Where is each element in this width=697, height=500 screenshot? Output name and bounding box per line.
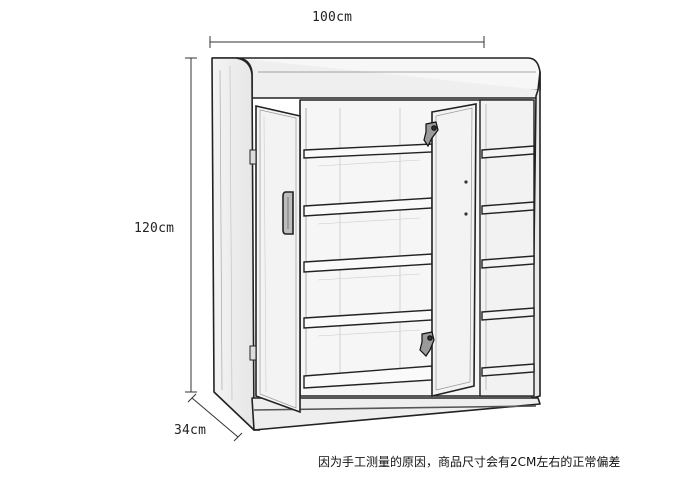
right-shelves	[479, 99, 535, 397]
width-dimension-line	[209, 36, 485, 48]
depth-dimension-line	[187, 393, 243, 442]
center-shelves	[303, 108, 433, 389]
left-door	[249, 104, 301, 414]
measurement-disclaimer: 因为手工测量的原因，商品尺寸会有2CM左右的正常偏差	[318, 455, 621, 469]
hinge-icon	[419, 121, 439, 357]
depth-label: 34cm	[174, 423, 207, 438]
height-label: 120cm	[134, 221, 175, 236]
right-door	[431, 103, 477, 398]
height-dimension-line	[185, 57, 197, 393]
width-label: 100cm	[312, 10, 353, 25]
door-handle-icon	[282, 191, 294, 235]
